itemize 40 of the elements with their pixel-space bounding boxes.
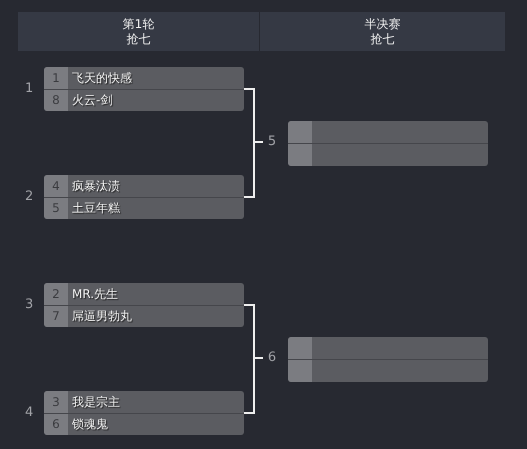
seed-cell: 5 (44, 198, 68, 219)
seed-cell: 6 (44, 414, 68, 435)
bracket-line (244, 357, 263, 414)
player-name: 飞天的快感 (72, 70, 132, 87)
match-box (288, 121, 488, 166)
seed-cell: 3 (44, 391, 68, 413)
round-subtitle: 抢七 (126, 32, 150, 46)
match-number: 3 (25, 297, 34, 313)
player-name: MR.先生 (72, 286, 118, 303)
player-row (288, 359, 488, 382)
player-name: 疯暴汰渍 (72, 178, 120, 195)
seed-cell: 8 (44, 90, 68, 111)
match-number: 1 (25, 81, 34, 97)
match-box (44, 67, 244, 111)
player-row (44, 413, 244, 435)
match-number: 2 (25, 189, 34, 205)
round-subtitle: 抢七 (370, 32, 394, 46)
round-title: 第1轮 (122, 16, 154, 32)
player-row (44, 197, 244, 219)
match-box (288, 337, 488, 382)
player-name: 屌逼男勃丸 (72, 308, 132, 325)
player-name: 火云-剑 (72, 92, 112, 109)
player-row (288, 143, 488, 166)
player-name: 我是宗主 (72, 394, 120, 411)
bracket-line (244, 141, 263, 198)
match-box (44, 391, 244, 435)
match-number: 6 (263, 350, 281, 366)
seed-cell: 1 (44, 67, 68, 89)
match-number: 4 (25, 405, 34, 421)
player-row (44, 89, 244, 111)
player-row (44, 305, 244, 327)
seed-cell: 7 (44, 306, 68, 327)
seed-cell: 4 (44, 175, 68, 197)
player-name: 锁魂鬼 (72, 416, 108, 433)
player-name: 土豆年糕 (72, 200, 120, 217)
round-title: 半决赛 (364, 16, 400, 32)
match-number: 5 (263, 134, 281, 150)
match-box (44, 283, 244, 327)
match-box (44, 175, 244, 219)
seed-cell: 2 (44, 283, 68, 305)
